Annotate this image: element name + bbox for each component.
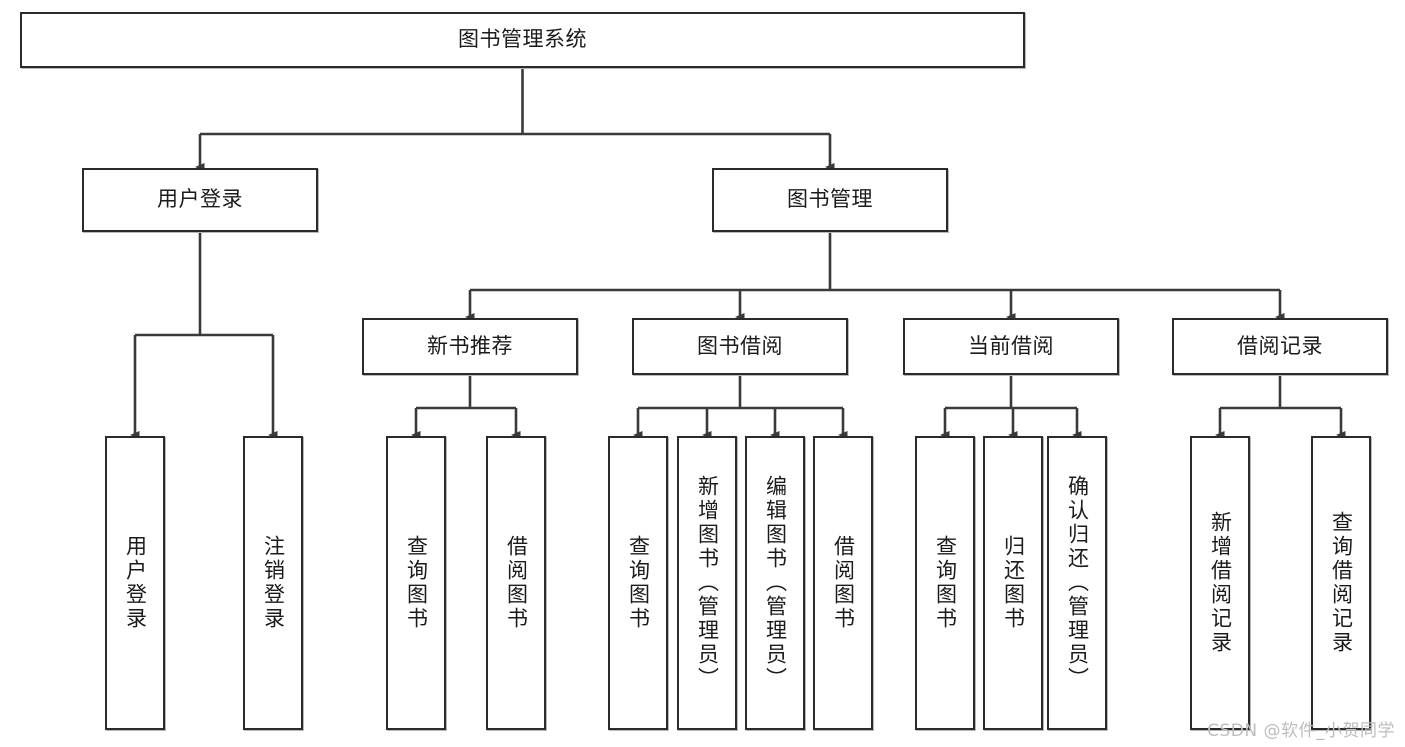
node-current-borrow[interactable]: 当前借阅 [903,318,1119,375]
node-label: 借阅记录 [1237,333,1323,358]
node-label: 借阅图书 [831,535,856,631]
node-leaf-user-login[interactable]: 用户登录 [105,436,165,730]
node-label: 归还图书 [1001,535,1026,631]
node-user-login[interactable]: 用户登录 [82,168,318,232]
node-leaf-query-book-1[interactable]: 查询图书 [386,436,446,730]
node-leaf-edit-book[interactable]: 编辑图书（管理员） [745,436,805,730]
node-label: 编辑图书（管理员） [763,475,788,691]
node-leaf-query-book-3[interactable]: 查询图书 [915,436,975,730]
node-label: 查询图书 [933,535,958,631]
node-leaf-borrow-book-1[interactable]: 借阅图书 [486,436,546,730]
node-label: 新书推荐 [427,333,513,358]
node-label: 图书管理系统 [458,27,587,52]
node-leaf-confirm-return[interactable]: 确认归还（管理员） [1047,436,1107,730]
node-leaf-add-book[interactable]: 新增图书（管理员） [677,436,737,730]
node-label: 注销登录 [261,535,286,631]
node-leaf-borrow-book-2[interactable]: 借阅图书 [813,436,873,730]
node-label: 新增借阅记录 [1208,511,1233,655]
node-label: 确认归还（管理员） [1065,475,1090,691]
node-label: 用户登录 [123,535,148,631]
node-leaf-user-logout[interactable]: 注销登录 [243,436,303,730]
node-book-manage[interactable]: 图书管理 [712,168,948,232]
node-label: 查询图书 [626,535,651,631]
node-new-book-rec[interactable]: 新书推荐 [362,318,578,375]
node-root[interactable]: 图书管理系统 [20,12,1025,68]
node-leaf-query-book-2[interactable]: 查询图书 [608,436,668,730]
node-borrow-record[interactable]: 借阅记录 [1172,318,1388,375]
node-label: 查询图书 [404,535,429,631]
node-label: 图书管理 [787,187,873,212]
node-book-borrow[interactable]: 图书借阅 [632,318,848,375]
node-label: 当前借阅 [968,333,1054,358]
node-leaf-return-book[interactable]: 归还图书 [983,436,1043,730]
node-label: 图书借阅 [697,333,783,358]
node-label: 查询借阅记录 [1329,511,1354,655]
node-label: 新增图书（管理员） [695,475,720,691]
node-leaf-add-record[interactable]: 新增借阅记录 [1190,436,1250,730]
node-leaf-query-record[interactable]: 查询借阅记录 [1311,436,1371,730]
node-label: 用户登录 [157,187,243,212]
node-label: 借阅图书 [504,535,529,631]
